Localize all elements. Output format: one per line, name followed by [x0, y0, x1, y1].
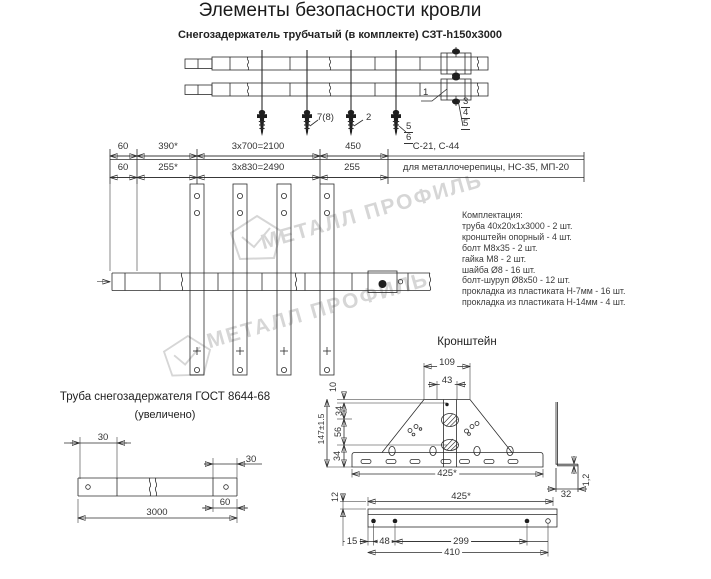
bracket-dim-147: 147±1.5 [316, 413, 326, 445]
dimension-table [110, 149, 585, 271]
callout-4: 4 [461, 107, 471, 119]
dim-row2-255a: 255* [158, 161, 178, 173]
parts-item: болт М8х35 - 2 шт. [462, 242, 538, 253]
bracket-dim-34a: 34 [334, 405, 344, 417]
tube-detail-subtitle: (увеличено) [134, 409, 196, 421]
tube-detail-view [64, 437, 262, 523]
watermark-logo-1 [229, 214, 283, 261]
callout-5b: 5 [461, 118, 471, 130]
parts-item: болт-шуруп Ø8х50 - 12 шт. [462, 275, 571, 286]
watermark-logo-2 [162, 334, 212, 377]
dim-row1-450: 450 [345, 141, 361, 152]
parts-list-title: Комплектация: [462, 210, 523, 220]
tube-dim-60: 60 [219, 497, 231, 508]
bracket-front-view [327, 363, 543, 478]
callout-3: 3 [461, 96, 471, 108]
bracket-bottom-view [340, 494, 558, 557]
callout-5: 5 [404, 121, 414, 133]
parts-item: труба 40х20х1х3000 - 2 шт. [462, 220, 573, 231]
parts-item: прокладка из пластиката Н-14мм - 4 шт. [462, 297, 626, 308]
tube-dim-3000: 3000 [146, 507, 168, 518]
tube-detail-title: Труба снегозадержателя ГОСТ 8644-68 [59, 391, 271, 403]
dim-row1-60: 60 [117, 141, 129, 152]
page-subtitle: Снегозадержатель трубчатый (в комплекте)… [177, 29, 503, 41]
callout-6: 6 [404, 132, 414, 144]
dim-row2-255b: 255 [344, 161, 360, 173]
bracket-title: Кронштейн [437, 336, 497, 348]
dim-row1-390: 390* [158, 141, 178, 152]
tube-dim-30-right: 30 [245, 454, 257, 465]
bracket-dim-299: 299 [451, 535, 471, 547]
snow-guard-plan [97, 183, 432, 376]
bracket-dim-56: 56 [333, 426, 343, 438]
snow-guard-elevation [184, 47, 489, 136]
dim-row2-profile: для металлочерепицы, НС-35, МП-20 [402, 161, 570, 173]
tube-dim-30-left: 30 [97, 432, 109, 443]
bracket-dim-34b: 34 [332, 450, 342, 462]
page-title: Элементы безопасности кровли [198, 0, 482, 21]
bracket-dim-10: 10 [328, 381, 338, 393]
bracket-dim-12: 12 [330, 491, 340, 503]
callout-1: 1 [423, 87, 429, 98]
bracket-dim-425-front: 425* [435, 468, 459, 479]
parts-item: прокладка из пластиката Н-7мм - 16 шт. [462, 286, 626, 297]
bracket-side-view [547, 402, 587, 492]
parts-list: Комплектация: труба 40х20х1х3000 - 2 шт.… [462, 210, 625, 308]
callout-7-8: 7(8) [317, 112, 334, 123]
bracket-dim-43: 43 [439, 374, 455, 386]
dim-row1-2100: 3x700=2100 [231, 141, 285, 152]
bracket-dim-410: 410 [442, 546, 462, 558]
bracket-strips [189, 183, 335, 376]
dim-row2-2490: 3x830=2490 [231, 161, 285, 173]
dim-row2-60: 60 [117, 161, 129, 173]
roof-screws [257, 109, 401, 136]
parts-item: кронштейн опорный - 4 шт. [462, 231, 572, 242]
parts-item: шайба Ø8 - 16 шт. [462, 264, 536, 275]
bracket-dim-48: 48 [377, 535, 392, 547]
bracket-dim-thickness: 1,2 [581, 473, 591, 487]
callout-2: 2 [366, 112, 372, 123]
bracket-dim-32: 32 [560, 489, 572, 500]
parts-item: гайка М8 - 2 шт. [462, 253, 527, 264]
dim-row1-profile: С-21, С-44 [412, 141, 460, 152]
bracket-dim-109: 109 [437, 357, 457, 368]
bracket-dim-425-bottom: 425* [451, 491, 471, 502]
bracket-dim-15: 15 [344, 535, 360, 547]
